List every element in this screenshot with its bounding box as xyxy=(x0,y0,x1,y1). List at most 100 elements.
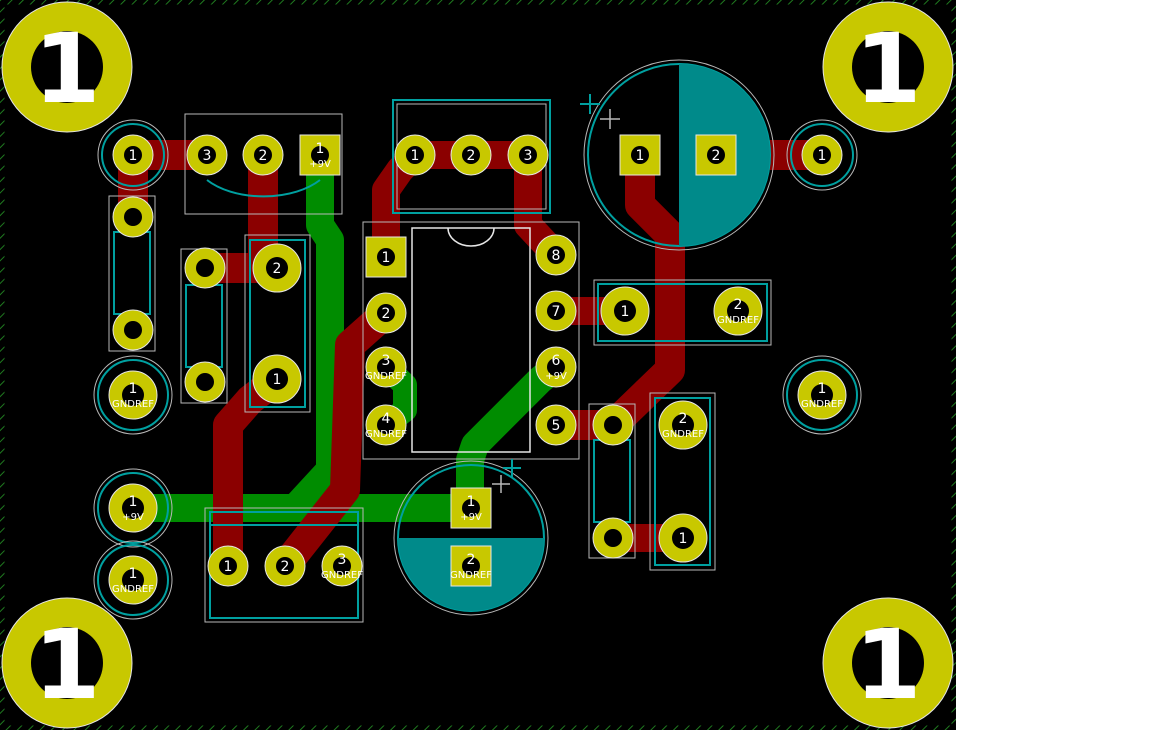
pad[interactable]: 1 xyxy=(619,134,661,176)
mounting-hole[interactable]: 1 xyxy=(822,597,954,729)
pad[interactable] xyxy=(592,517,634,559)
pad[interactable]: 5 xyxy=(535,404,577,446)
square-pad[interactable] xyxy=(299,134,341,176)
mounting-hole-label: 1 xyxy=(855,13,922,125)
pad-clearance-ring xyxy=(786,359,858,431)
pad-drill-hole xyxy=(122,384,144,406)
pad[interactable]: 1+9V xyxy=(450,487,492,529)
courtyard-u1 xyxy=(362,221,580,460)
pad-net-name: GNDREF xyxy=(801,399,843,410)
pad-drill-hole xyxy=(519,146,537,164)
pad[interactable]: 8 xyxy=(535,234,577,276)
courtyard-c3 xyxy=(593,279,772,346)
pad-drill-hole xyxy=(462,146,480,164)
pad-number: 4 xyxy=(382,411,391,427)
courtyard-q1 xyxy=(184,113,343,215)
mounting-hole-label: 1 xyxy=(34,609,101,721)
pad-number: 1 xyxy=(316,141,325,157)
pad[interactable]: 6+9V xyxy=(535,346,577,388)
pad-clearance-ring xyxy=(97,544,169,616)
pad-number: 1 xyxy=(621,304,630,320)
mounting-hole[interactable]: 1 xyxy=(1,597,133,729)
pad-number: 2 xyxy=(467,552,476,568)
pad[interactable]: 1+9V xyxy=(299,134,341,176)
pad[interactable]: 1 xyxy=(786,119,858,191)
pad-drill-hole xyxy=(727,300,749,322)
pad-number: 3 xyxy=(203,148,212,164)
pad-number: 1 xyxy=(129,494,138,510)
pad[interactable]: 2 xyxy=(252,243,302,293)
pad[interactable]: 3 xyxy=(507,134,549,176)
pad-drill-hole xyxy=(333,557,351,575)
pad-number: 2 xyxy=(734,297,743,313)
pad-drill-hole xyxy=(707,146,725,164)
pad-drill-hole xyxy=(406,146,424,164)
pad[interactable]: 1 xyxy=(97,119,169,191)
pad-net-name: +9V xyxy=(309,159,331,170)
pad[interactable] xyxy=(112,309,154,351)
mounting-hole-label: 1 xyxy=(855,609,922,721)
pad-drill-hole xyxy=(266,368,288,390)
pad-number: 1 xyxy=(818,148,827,164)
pad-number: 2 xyxy=(467,148,476,164)
pad[interactable] xyxy=(592,404,634,446)
pad-number: 1 xyxy=(636,148,645,164)
pad[interactable]: 2 xyxy=(450,134,492,176)
pad[interactable]: 1 xyxy=(658,513,708,563)
courtyard-r1 xyxy=(108,195,156,352)
mounting-holes: 1 1 1 1 xyxy=(1,1,954,729)
pad[interactable]: 2 xyxy=(365,292,407,334)
pad-drill-hole xyxy=(462,499,480,517)
pad[interactable] xyxy=(184,247,226,289)
fab-q1-body xyxy=(206,179,321,198)
pad-number: 1 xyxy=(467,494,476,510)
pad-drill-hole xyxy=(813,146,831,164)
fab-u1-body xyxy=(411,227,531,453)
pad-number: 1 xyxy=(411,148,420,164)
pad-net-name: GNDREF xyxy=(321,570,363,581)
pad-drill-hole xyxy=(124,321,142,339)
pad-drill-hole xyxy=(122,497,144,519)
mounting-hole[interactable]: 1 xyxy=(1,1,133,133)
track-fcu[interactable] xyxy=(273,301,396,576)
pad-number: 6 xyxy=(552,353,561,369)
pad-drill-hole xyxy=(124,208,142,226)
pad[interactable]: 7 xyxy=(535,290,577,332)
pad[interactable]: 1+9V xyxy=(93,468,173,548)
pad-number: 1 xyxy=(382,250,391,266)
pad-number: 5 xyxy=(552,418,561,434)
pad-courtyard-ring xyxy=(93,540,173,620)
mounting-hole[interactable]: 1 xyxy=(822,1,954,133)
pad[interactable]: 1 xyxy=(394,134,436,176)
pad[interactable]: 2 xyxy=(264,545,306,587)
pad-net-name: GNDREF xyxy=(662,429,704,440)
fab-c4 xyxy=(654,397,711,566)
pad-number: 2 xyxy=(679,411,688,427)
pad[interactable]: 1 xyxy=(207,545,249,587)
pad[interactable]: 2 xyxy=(242,134,284,176)
pad[interactable]: 1 xyxy=(600,286,650,336)
pad[interactable]: 1 xyxy=(365,236,407,278)
pad[interactable]: 2 xyxy=(695,134,737,176)
pad-number: 2 xyxy=(259,148,268,164)
pad[interactable] xyxy=(184,361,226,403)
pad-net-name: GNDREF xyxy=(450,570,492,581)
pad-drill-hole xyxy=(614,300,636,322)
pad[interactable]: 3 xyxy=(186,134,228,176)
pad-number: 1 xyxy=(129,381,138,397)
pad-number: 1 xyxy=(129,148,138,164)
pad-drill-hole xyxy=(547,246,565,264)
pad[interactable] xyxy=(112,196,154,238)
pad[interactable]: 1 xyxy=(252,354,302,404)
board-area xyxy=(0,0,956,730)
